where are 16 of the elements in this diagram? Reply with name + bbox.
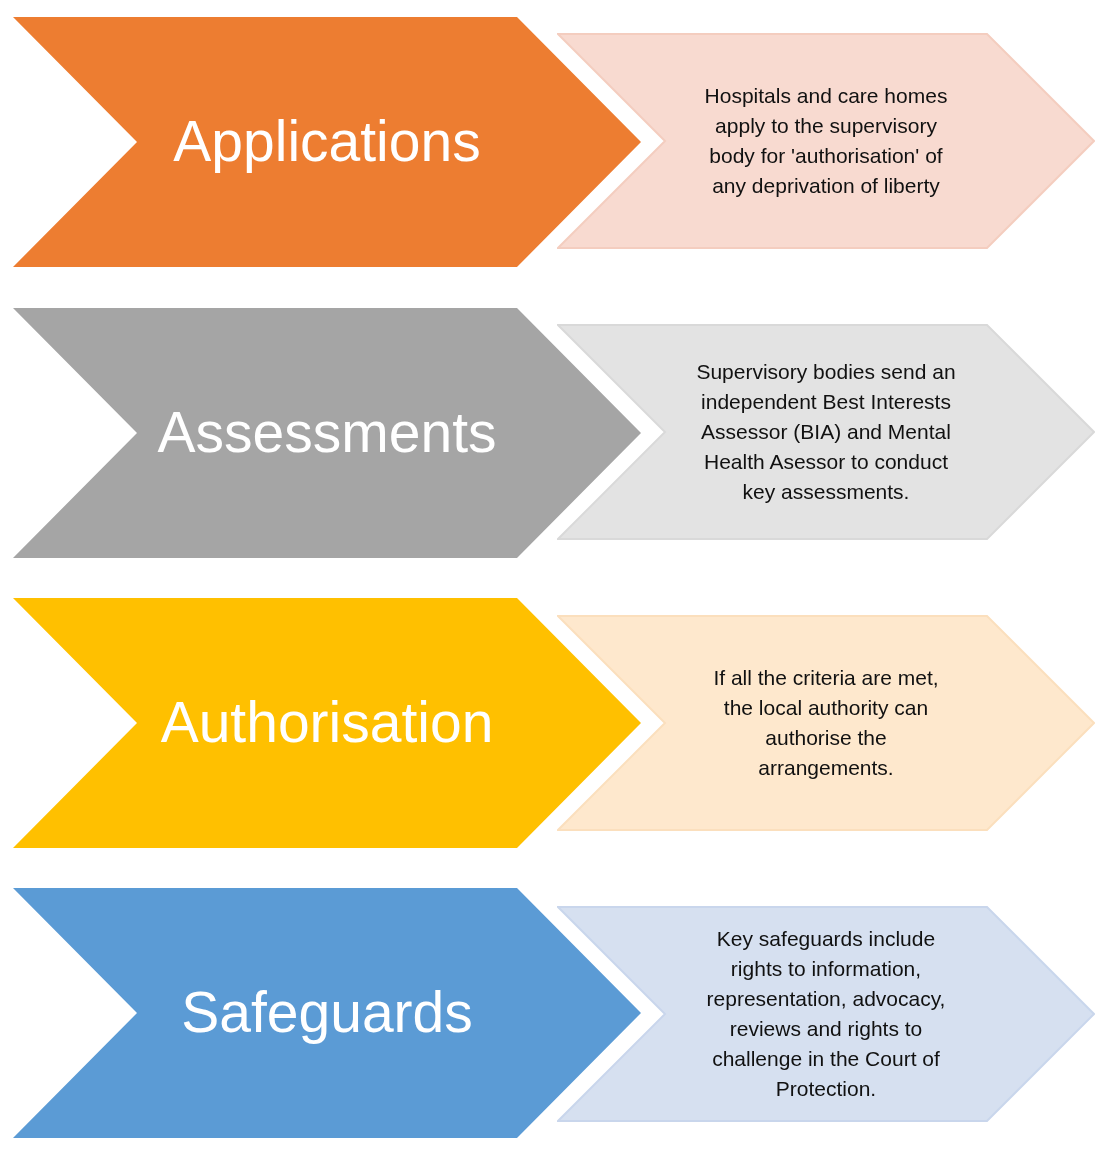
step-title: Applications — [173, 109, 481, 175]
step-description: Key safeguards include rights to information, representation, advocacy, reviews and rights to challenge in the Court of Protection. — [705, 926, 947, 1102]
step-description: Hospitals and care homes apply to the supervisory body for 'authorisation' of any deprivation of liberty — [703, 83, 949, 199]
step-description: Supervisory bodies send an independent Best Interests Assessor (BIA) and Mental Health Asessor to conduct key assessments. — [695, 359, 957, 505]
description-banner — [557, 906, 1095, 1122]
step-title: Safeguards — [181, 980, 473, 1046]
description-banner — [557, 615, 1095, 831]
step-banner — [13, 888, 641, 1138]
step-description: If all the criteria are met, the local authority can authorise the arrangements. — [712, 665, 940, 781]
step-banner — [13, 17, 641, 267]
step-banner — [13, 308, 641, 558]
step-banner — [13, 598, 641, 848]
step-title: Authorisation — [160, 690, 494, 756]
description-banner — [557, 33, 1095, 249]
step-title: Assessments — [157, 400, 497, 466]
description-banner — [557, 324, 1095, 540]
